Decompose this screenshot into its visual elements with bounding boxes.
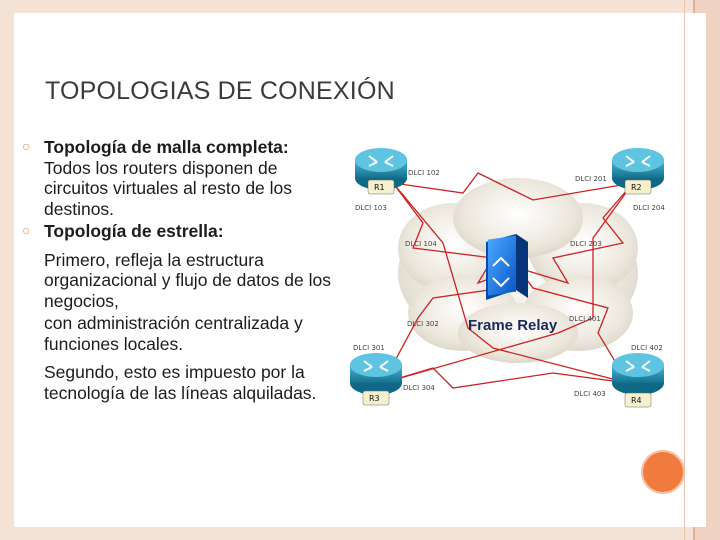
dlci-label: DLCI 204: [633, 204, 665, 212]
router-label: R3: [369, 394, 380, 403]
bullet-item-estrella: ○ Topología de estrella: Primero, reflej…: [22, 221, 340, 403]
dlci-label: DLCI 201: [575, 175, 607, 183]
bullet-paragraph: con administración centralizada y funcio…: [44, 313, 303, 354]
bullet-item-malla: ○ Topología de malla completa: Todos los…: [22, 137, 340, 219]
dlci-labels: DLCI 102 DLCI 103 DLCI 104 DLCI 201 DLCI…: [353, 169, 665, 398]
bullet-paragraph: Segundo, esto es impuesto por la tecnolo…: [44, 362, 317, 403]
bullet-description: Todos los routers disponen de circuitos …: [44, 157, 293, 219]
router-label: R2: [631, 183, 642, 192]
dlci-label: DLCI 401: [569, 315, 601, 323]
router-r1: R1: [355, 148, 407, 195]
dlci-label: DLCI 203: [570, 240, 602, 248]
cloud-label: Frame Relay: [468, 317, 558, 334]
slide-title: TOPOLOGIAS DE CONEXIÓN: [45, 77, 395, 105]
bullet-icon: ○: [22, 138, 31, 154]
frame-relay-switch-icon: [486, 234, 528, 300]
frame-relay-diagram: Frame Relay R1 R2 R3 R4 DLCI 102 DLCI 10…: [350, 148, 665, 408]
dlci-label: DLCI 301: [353, 344, 385, 352]
router-r2: R2: [612, 148, 664, 195]
dlci-label: DLCI 304: [403, 384, 435, 392]
dlci-label: DLCI 302: [407, 320, 439, 328]
dlci-label: DLCI 403: [574, 390, 606, 398]
dlci-label: DLCI 102: [408, 169, 440, 177]
decorative-band-line-inner: [684, 0, 685, 540]
bullet-list: ○ Topología de malla completa: Todos los…: [22, 137, 340, 403]
router-label: R1: [374, 183, 385, 192]
dlci-label: DLCI 104: [405, 240, 437, 248]
router-r4: R4: [612, 353, 664, 408]
bullet-paragraph: Primero, refleja la estructura organizac…: [44, 249, 331, 311]
bullet-icon: ○: [22, 222, 31, 238]
bullet-title: Topología de estrella:: [44, 221, 224, 241]
dlci-label: DLCI 402: [631, 344, 663, 352]
router-label: R4: [631, 396, 642, 405]
decorative-orange-circle: [641, 450, 685, 494]
bullet-title: Topología de malla completa:: [44, 137, 289, 157]
router-r3: R3: [350, 353, 402, 406]
dlci-label: DLCI 103: [355, 204, 387, 212]
